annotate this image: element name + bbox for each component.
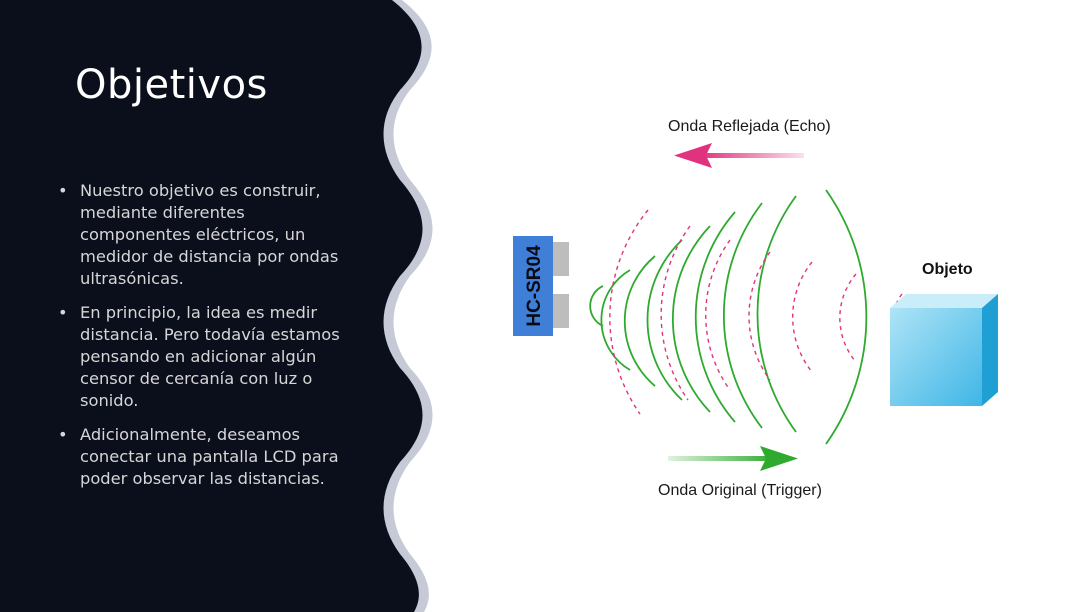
- sensor-board: [513, 236, 553, 336]
- echo-label: Onda Reflejada (Echo): [668, 118, 831, 135]
- bullet-text: Adicionalmente, deseamos conectar una pa…: [80, 425, 339, 488]
- echo-wave-arc: [609, 209, 649, 415]
- trigger-wave-arc: [600, 269, 631, 371]
- bullet-dot-icon: •: [58, 181, 68, 200]
- echo-wave-arc: [748, 251, 771, 381]
- echo-wave-arc: [660, 225, 691, 401]
- cube-side: [982, 294, 998, 406]
- transducer-bottom: [553, 294, 569, 328]
- bullet-item: • Adicionalmente, deseamos conectar una p…: [58, 424, 358, 490]
- trigger-wave-arc: [825, 189, 868, 445]
- trigger-wave-arc: [694, 211, 736, 423]
- trigger-wave-arc: [589, 285, 604, 327]
- echo-wave-arc: [839, 273, 857, 363]
- object-label: Objeto: [922, 261, 973, 278]
- trigger-wave-arc: [623, 255, 656, 387]
- echo-wave-arc: [705, 239, 731, 391]
- dark-panel-fill: [0, 0, 423, 612]
- cube-front: [890, 308, 982, 406]
- trigger-wave-arc: [756, 195, 797, 433]
- trigger-waves: [589, 189, 868, 445]
- bullet-dot-icon: •: [58, 303, 68, 322]
- objectives-list: • Nuestro objetivo es construir, mediante…: [58, 180, 358, 502]
- echo-waves: [609, 209, 903, 415]
- echo-wave-arc: [791, 261, 813, 373]
- cube-top: [890, 294, 998, 308]
- bullet-item: • Nuestro objetivo es construir, mediante…: [58, 180, 358, 290]
- bullet-text: Nuestro objetivo es construir, mediante …: [80, 181, 339, 288]
- bullet-dot-icon: •: [58, 425, 68, 444]
- trigger-wave-arc: [671, 225, 711, 413]
- trigger-wave-arc: [722, 202, 763, 429]
- slide-title: Objetivos: [75, 62, 268, 108]
- bullet-text: En principio, la idea es medir distancia…: [80, 303, 340, 410]
- hc-sr04-sensor: HC-SR04: [513, 236, 569, 336]
- object-cube: [890, 294, 998, 406]
- trigger-wave-arc: [646, 239, 683, 401]
- bullet-item: • En principio, la idea es medir distanci…: [58, 302, 358, 412]
- sensor-label: HC-SR04: [524, 245, 545, 327]
- trigger-label: Onda Original (Trigger): [658, 482, 822, 499]
- trigger-arrow: [668, 446, 798, 471]
- echo-arrow: [674, 143, 804, 168]
- transducer-top: [553, 242, 569, 276]
